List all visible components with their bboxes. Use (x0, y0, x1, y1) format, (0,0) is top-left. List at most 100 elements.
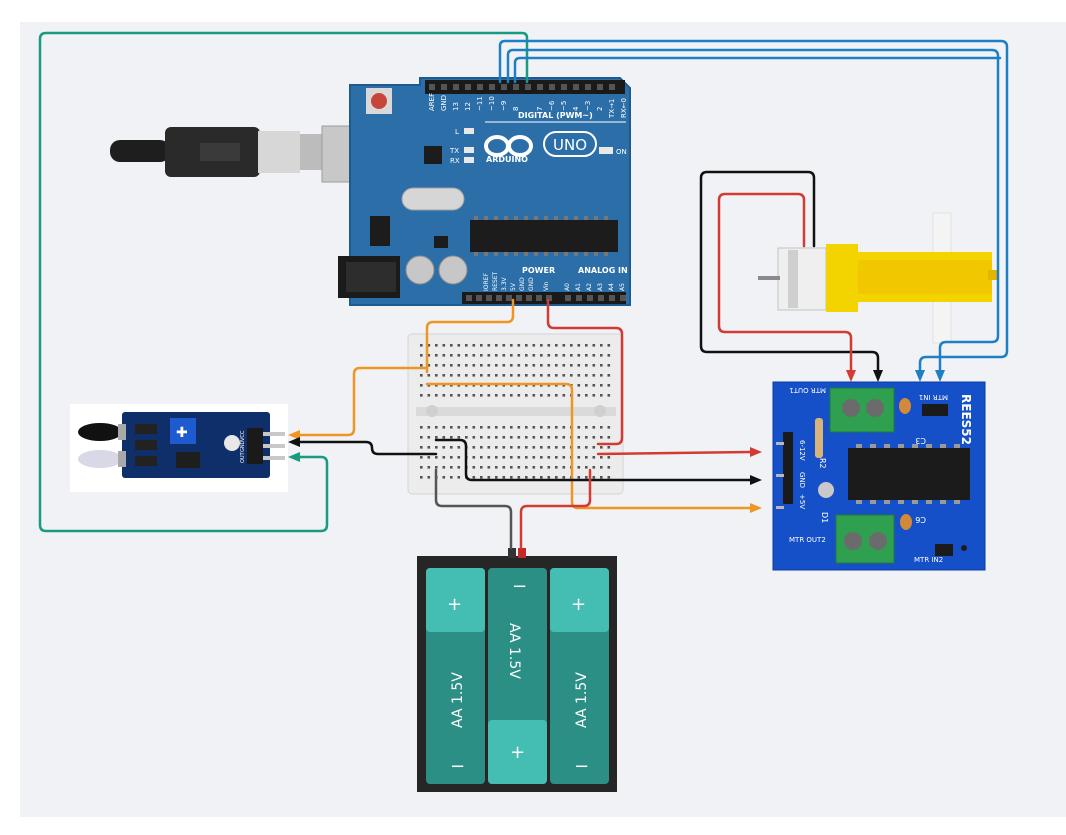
cell-top-sign: + (571, 594, 586, 615)
usb-cable (110, 125, 385, 183)
wire-orange-sensor[interactable] (296, 366, 429, 437)
mini-breadboard[interactable] (407, 333, 624, 495)
wire-orange-5v[interactable] (425, 298, 515, 374)
analog-pin-label: A5 (619, 283, 626, 291)
mtr-in1-label: MTR IN1 (919, 393, 948, 401)
wire-blue-2[interactable] (506, 48, 1000, 380)
digital-pin-label: 8 (512, 107, 520, 111)
driver-title: REES52 (959, 394, 973, 445)
digital-pin-label: ~5 (560, 101, 568, 111)
reset-button-icon (371, 93, 387, 109)
on-label: ON (616, 148, 627, 156)
wire-red-vin[interactable] (546, 298, 624, 446)
wire-black-sensor[interactable] (296, 440, 438, 456)
analog-pin-label: A2 (586, 283, 593, 291)
dc-gear-motor[interactable] (758, 212, 998, 344)
wire-black-motor[interactable] (699, 170, 880, 380)
ir-receiver (78, 423, 122, 441)
led-tx-label: TX (449, 147, 459, 155)
breadboard-holes (420, 344, 611, 479)
digital-pin-label: AREF (428, 93, 436, 111)
digital-pin-label: 13 (452, 102, 460, 111)
c3-label: C3 (915, 436, 926, 445)
l293d-chip (848, 448, 970, 500)
resistor (815, 418, 823, 458)
potentiometer[interactable] (170, 418, 196, 444)
analog-pin-label: A3 (597, 283, 604, 291)
cell-top-sign: − (512, 576, 527, 597)
mtr-in2-label: MTR IN2 (914, 556, 943, 564)
battery-cell: + AA 1.5V − (426, 568, 485, 784)
analog-pin-label: A4 (608, 283, 615, 291)
digital-pin-label: ~11 (476, 96, 484, 111)
ir-pin-header (247, 428, 263, 464)
power-pin-label: IOREF (483, 273, 490, 291)
digital-pin-label: ~9 (500, 101, 508, 111)
wire-battery-positive[interactable] (519, 468, 592, 550)
mtr-out2-label: MTR OUT2 (789, 536, 826, 544)
ir-emitter (78, 450, 122, 468)
on-led (599, 147, 613, 154)
ir-pin-label: GND (240, 440, 246, 452)
digital-pin-label: 4 (572, 106, 580, 111)
power-pin-label: GND (528, 277, 535, 291)
led (818, 482, 834, 498)
digital-section-label: DIGITAL (PWM~) (518, 111, 593, 120)
ir-pin-label: VCC (240, 430, 246, 441)
battery-cell: + AA 1.5V − (550, 568, 609, 784)
ir-sensor-module[interactable]: ✚ VCC GND OUT (70, 404, 288, 492)
digital-pin-label: RX←0 (620, 98, 628, 118)
led-l-label: L (455, 128, 459, 136)
power-pin-label: 5V (510, 282, 517, 291)
arduino-logo-text: ARDUINO (486, 155, 528, 164)
svg-text:✚: ✚ (176, 425, 188, 441)
digital-pin-label: 2 (596, 107, 604, 111)
power-pin-label: RESET (492, 271, 499, 291)
digital-pin-label: GND (440, 95, 448, 111)
cell-bottom-sign: − (450, 756, 465, 777)
wire-blue-1[interactable] (498, 39, 1009, 380)
analog-section-label: ANALOG IN (578, 266, 628, 275)
arduino-uno-board[interactable]: AREF GND 13 12 ~11 ~10 ~9 8 7 ~6 ~5 4 ~3… (338, 77, 631, 306)
cell-label: AA 1.5V (574, 672, 590, 728)
cell-top-sign: + (447, 594, 462, 615)
l293d-motor-driver-board[interactable]: REES52 MTR OUT1 MTR IN1 MTR OUT2 MTR IN2… (772, 381, 986, 571)
wire-arrowheads (288, 370, 945, 513)
jumper-in1[interactable] (922, 404, 948, 416)
d1-label: D1 (820, 512, 829, 523)
c6-label: C6 (915, 515, 926, 524)
digital-pin-label: ~10 (488, 96, 496, 111)
power-pin-label: Vin (543, 281, 550, 291)
terminal-block-out1 (829, 387, 895, 433)
wire-green-signal[interactable] (38, 31, 529, 533)
jumper-in2[interactable] (935, 544, 953, 556)
cell-label: AA 1.5V (450, 672, 466, 728)
v12-label: 6-12V (798, 440, 806, 461)
wire-red-motor[interactable] (717, 192, 853, 380)
crystal (401, 187, 465, 211)
capacitor-2 (438, 255, 468, 285)
wire-red-driver[interactable] (596, 450, 752, 456)
wire-black-gnd[interactable] (434, 438, 752, 482)
gnd-label: GND (798, 472, 806, 488)
cell-bottom-sign: + (510, 742, 525, 763)
battery-pack-3xaa[interactable]: + AA 1.5V − − AA 1.5V + + AA 1.5V − (417, 548, 617, 792)
wire-orange-driver[interactable] (425, 382, 752, 510)
atmega-chip (470, 220, 618, 252)
r2-label: R2 (818, 458, 827, 469)
wire-battery-negative[interactable] (434, 468, 513, 550)
arduino-infinity-icon (484, 135, 533, 157)
mtr-out1-label: MTR OUT1 (789, 386, 826, 394)
cell-label: AA 1.5V (506, 623, 522, 679)
power-analog-header (462, 292, 626, 304)
digital-pin-label: ~3 (584, 101, 592, 111)
wire-blue-3[interactable] (513, 56, 1002, 84)
capacitor-c3 (899, 398, 911, 414)
led-rx-label: RX (450, 157, 460, 165)
digital-pin-label: 12 (464, 102, 472, 111)
power-section-label: POWER (522, 266, 555, 275)
digital-pin-label: ~6 (548, 100, 556, 111)
wires (38, 31, 1009, 550)
